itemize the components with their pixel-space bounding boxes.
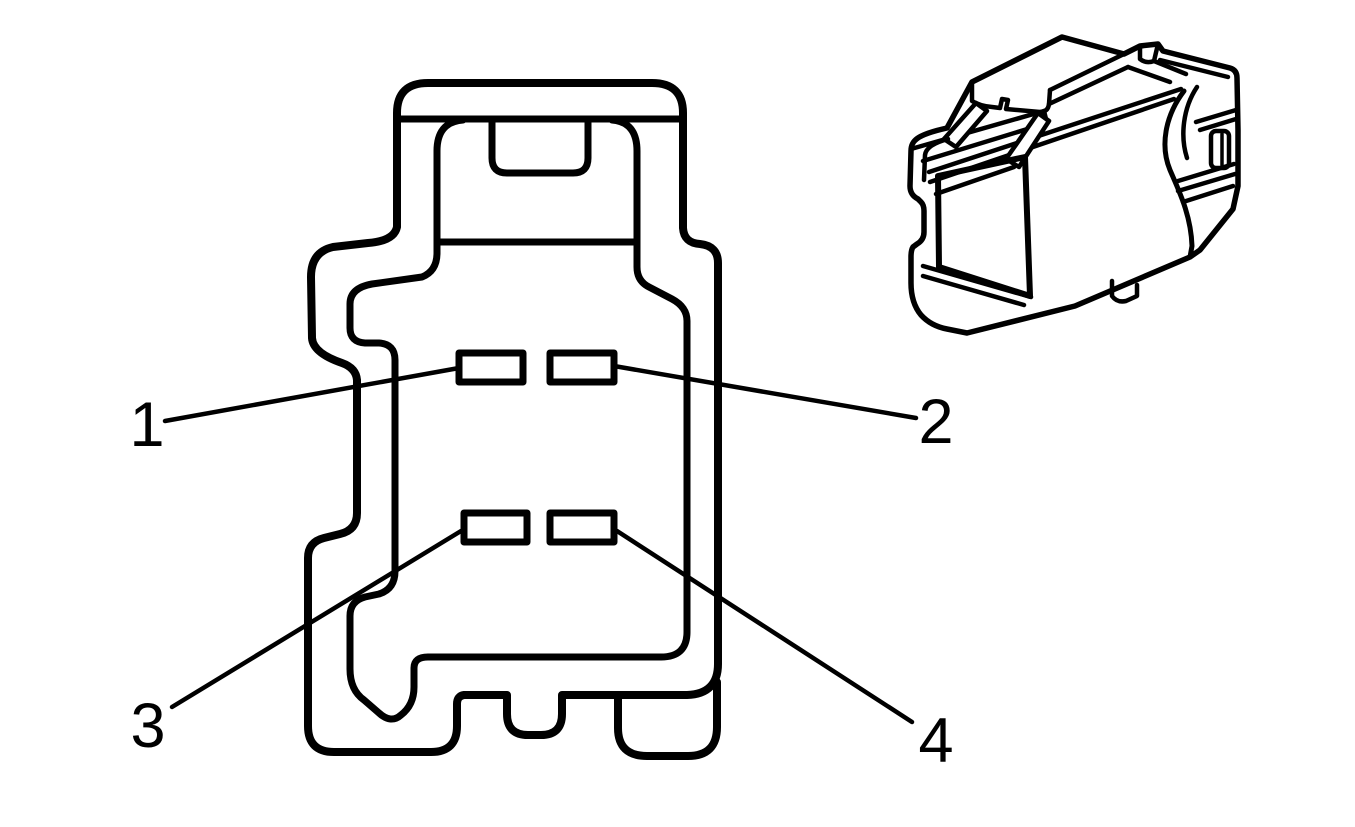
front-view-outer-housing-outline <box>304 79 722 756</box>
perspective-lock-strut-right <box>1003 110 1052 170</box>
callout-labels: 1 2 3 4 <box>129 387 953 776</box>
perspective-frame-inner-offset <box>921 136 951 183</box>
connector-perspective-view <box>907 34 1241 336</box>
callout-label-3: 3 <box>130 691 165 761</box>
callout-label-1: 1 <box>129 390 164 460</box>
callout-line-3 <box>169 528 464 710</box>
perspective-side-latch-bump <box>1208 128 1232 171</box>
perspective-rear-bulge-curve <box>1162 88 1195 260</box>
perspective-cavity-floor-edge-2 <box>920 273 1027 308</box>
callout-line-2 <box>611 363 919 421</box>
perspective-lock-tab-base-edge <box>1046 64 1131 107</box>
callout-line-1 <box>162 365 462 424</box>
perspective-rail-top-inner-edge <box>1157 57 1231 80</box>
terminal-cavity-2 <box>546 349 618 386</box>
perspective-rear-bulge-inner-curve <box>1181 84 1200 161</box>
callouts <box>162 363 919 725</box>
perspective-body-top-edge-1 <box>926 86 1184 175</box>
perspective-rail-band-upper-1 <box>1193 107 1239 125</box>
perspective-rail-band-upper-2 <box>1197 116 1239 133</box>
perspective-rear-top-edge-1 <box>1125 64 1173 85</box>
perspective-body-top-edge-3 <box>933 164 1017 197</box>
front-view-bottom-right-foot <box>614 678 721 760</box>
perspective-rear-top-edge-2 <box>1151 58 1189 77</box>
perspective-silhouette <box>907 34 1241 336</box>
terminal-cavity-4 <box>546 509 618 546</box>
perspective-rail-band-lower-1 <box>1175 161 1237 184</box>
perspective-cavity-floor-edge-1 <box>920 263 1034 300</box>
perspective-bottom-tab <box>1109 278 1140 304</box>
front-view-inner-cavity-outline <box>346 116 691 723</box>
callout-label-4: 4 <box>918 706 953 776</box>
terminal-cavity-3 <box>460 509 531 546</box>
perspective-rail-band-lower-2 <box>1175 171 1238 194</box>
perspective-rail-band-lower-3 <box>1180 183 1236 205</box>
connector-front-view <box>304 79 722 760</box>
callout-line-4 <box>614 528 915 725</box>
callout-label-2: 2 <box>918 387 953 457</box>
perspective-lock-strut-left <box>941 100 990 150</box>
front-view-lock-window <box>488 117 592 177</box>
terminal-cavity-1 <box>455 349 527 386</box>
perspective-lock-tab-right-edge <box>1047 51 1127 93</box>
perspective-lock-tab-front <box>969 80 1053 115</box>
